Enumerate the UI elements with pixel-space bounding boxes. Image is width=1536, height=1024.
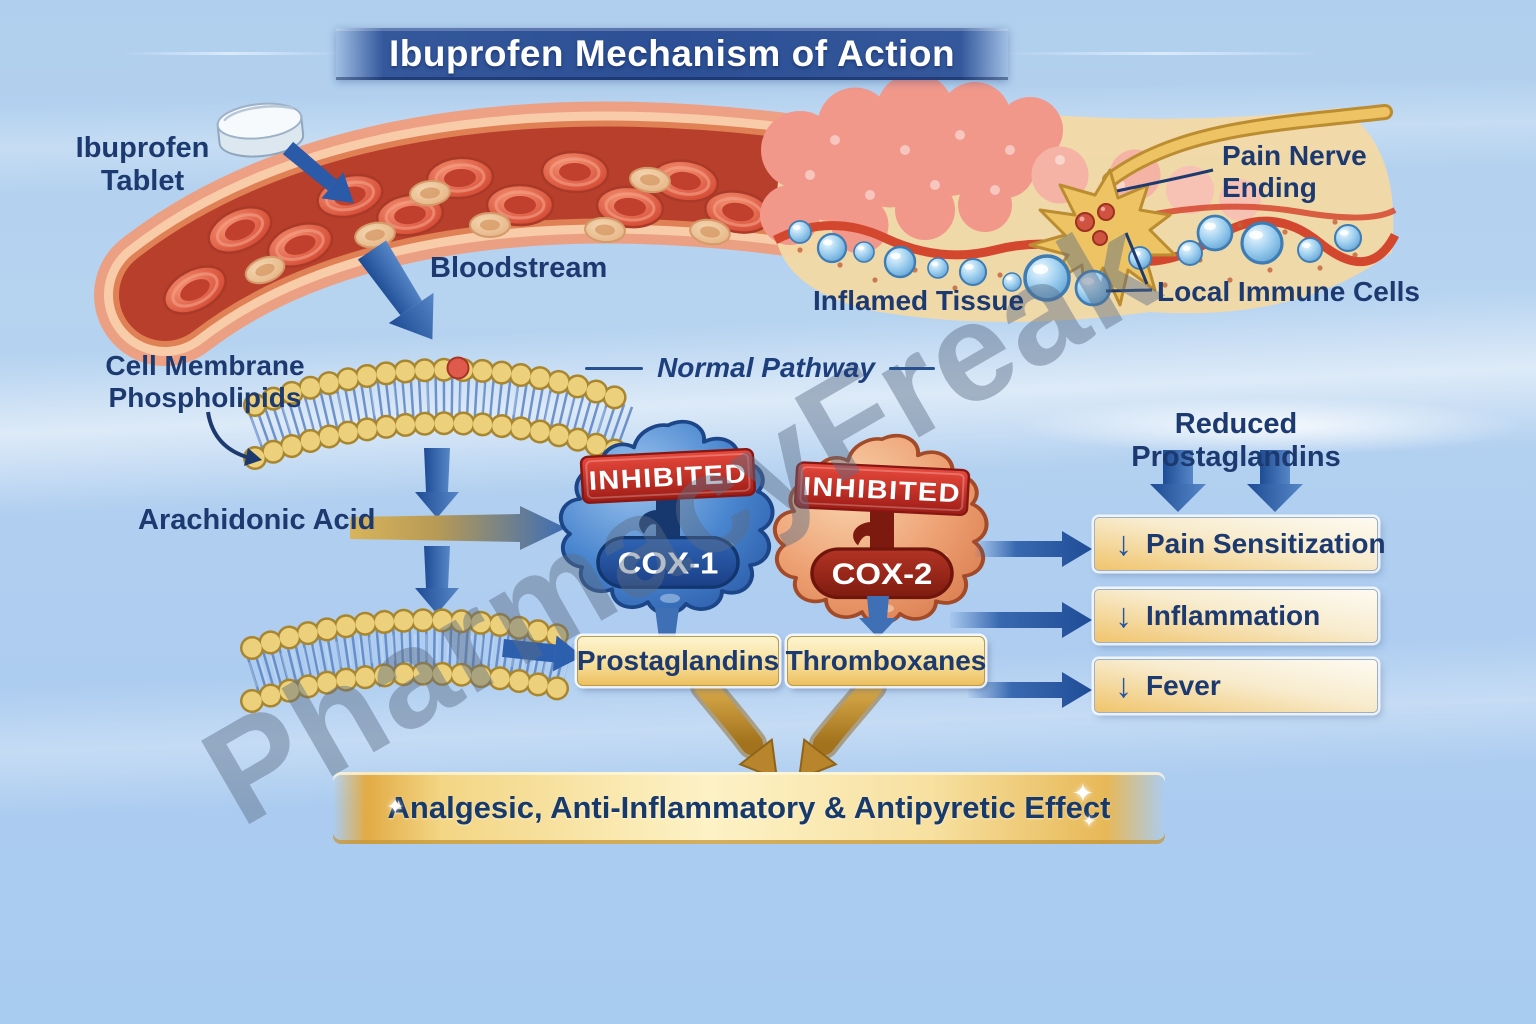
cox1-name-pill: COX-1 [596,535,740,589]
local-immune-cells-label: Local Immune Cells [1157,276,1420,307]
down-arrow-icon: ↓ [1115,667,1132,705]
effect-box-inflammation: ↓ Inflammation [1094,589,1378,643]
capillary-line-upper [1149,203,1397,221]
effect-box-pain-sensitization: ↓ Pain Sensitization [1094,517,1386,571]
dash-line [585,366,644,370]
inflamed-tissue-label: Inflamed Tissue [813,285,1025,316]
to-inflammation-arrow [950,602,1092,638]
cox2-name-pill: COX-2 [810,547,954,600]
gold-arrow-left [690,671,779,781]
normal-pathway-label: Normal Pathway [560,352,960,384]
arachidonic-to-cox-arrow [350,506,566,550]
arachidonic-to-membrane2-arrow [415,546,459,614]
effect-box-fever: ↓ Fever [1094,659,1378,713]
cox2-enzyme: INHIBITED COX-2 [772,433,989,625]
down-arrow-icon: ↓ [1115,597,1132,635]
prostaglandins-box: Prostaglandins [577,636,779,686]
down-arrow-icon: ↓ [1115,525,1132,563]
cell-membrane-label: Cell Membrane Phospholipids [105,350,305,414]
inflamed-tissue-illustration [760,73,1400,322]
bloodstream-label: Bloodstream [430,252,608,284]
cox2-to-thromboxanes-arrow [859,596,897,638]
cell-membrane-lower [240,608,580,713]
membrane2-to-prostaglandins-arrow [502,635,583,672]
dash-line [888,366,935,370]
tablet-entry-arrow [282,141,354,204]
cox1-name-label: COX-1 [618,546,719,580]
thromboxanes-box: Thromboxanes [786,636,986,686]
membrane-to-arachidonic-arrow [415,448,459,518]
immune-cells-pointer-line [1105,288,1153,293]
ibuprofen-tablet-label: Ibuprofen Tablet [75,132,210,198]
highlighted-phospholipid [446,356,470,380]
ibuprofen-tablet-icon [216,102,305,158]
to-fever-arrow [968,672,1092,708]
gold-arrow-right [797,671,887,781]
membrane-label-arrow [206,411,251,460]
pain-nerve-ending-label: Pain Nerve Ending [1222,140,1367,204]
page-title: Ibuprofen Mechanism of Action [388,33,956,74]
reduced-prostaglandins-label: Reduced Prostaglandins [1131,408,1341,474]
effect-summary-banner: Analgesic, Anti-Inflammatory & Antipyret… [333,772,1165,844]
red-blood-cell [539,149,611,195]
pain-nerve-pointer-line [1116,168,1214,193]
title-streak-line [1002,52,1322,55]
cox1-to-prostaglandins-connector [655,608,679,638]
cox2-inhibited-badge: INHIBITED [793,461,971,517]
title-banner: Ibuprofen Mechanism of Action [336,28,1008,80]
arachidonic-acid-label: Arachidonic Acid [138,504,376,536]
blood-vessel-illustration [94,101,861,366]
cox1-inhibited-badge: INHIBITED [579,448,757,504]
cox2-name-label: COX-2 [832,558,933,591]
title-streak-line [120,52,340,55]
nerve-vesicles [1075,203,1115,246]
to-pain-sensitization-arrow [975,531,1092,567]
immune-cells-pointer-line2 [1124,232,1149,285]
pale-blood-cell [469,212,511,238]
cox2-sign-stem [853,509,894,551]
